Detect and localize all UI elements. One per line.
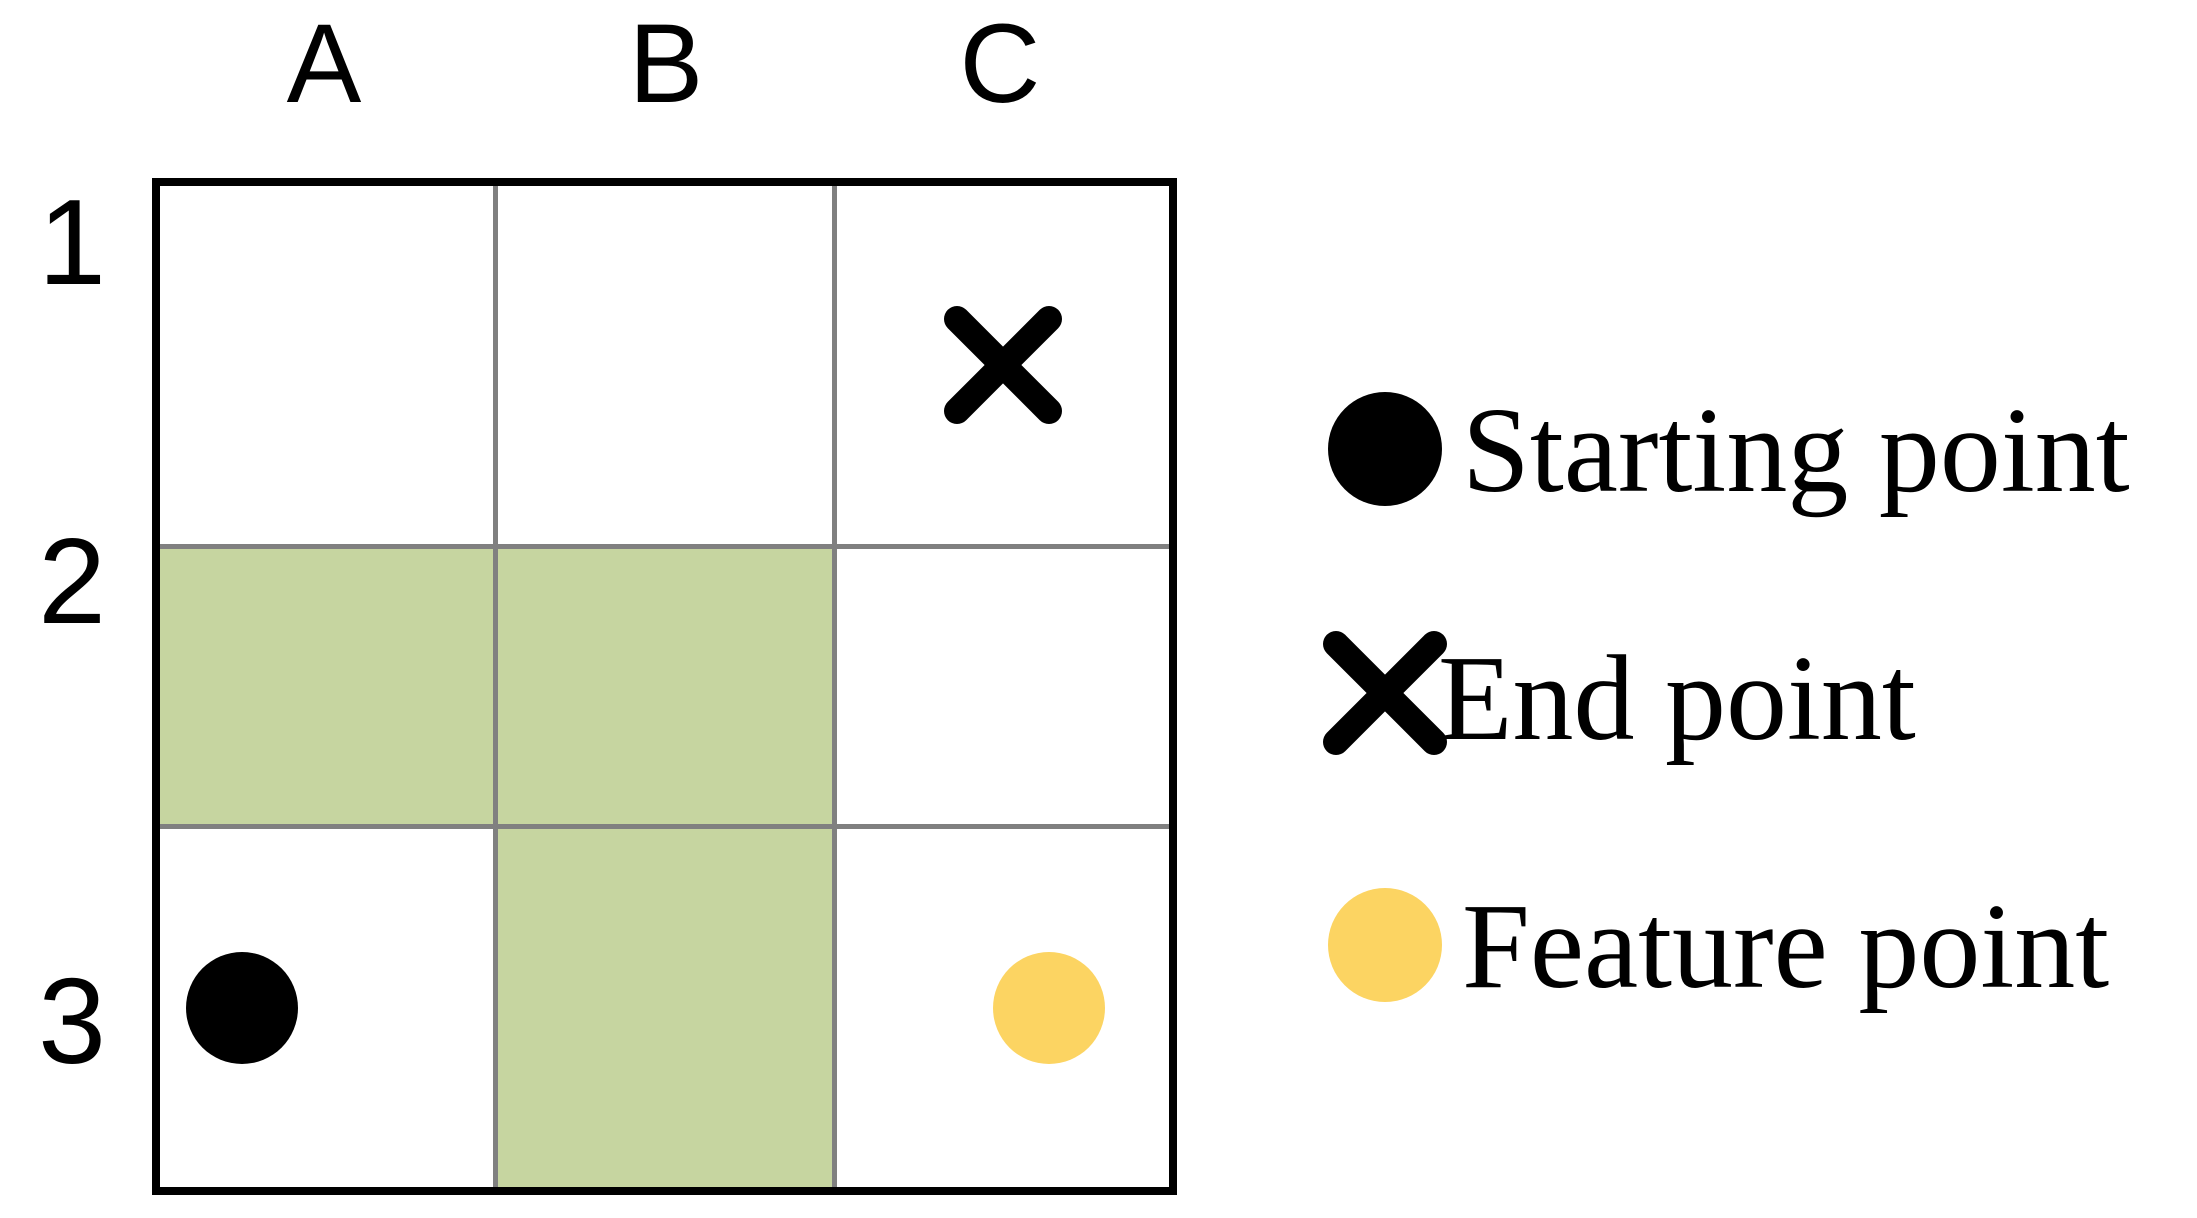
- grid-row-2: [156, 543, 1173, 830]
- starting-point-circle-icon: [186, 952, 299, 1065]
- end-point-x-icon: [941, 303, 1065, 427]
- feature-point-circle-icon: [992, 952, 1105, 1065]
- grid-cell-b1[interactable]: [492, 182, 837, 549]
- feature-point-circle-icon: [1320, 876, 1450, 1006]
- grid-cell-a3[interactable]: [156, 824, 498, 1191]
- legend-label-end-point: End point: [1438, 631, 1916, 766]
- grid-cell-b2[interactable]: [492, 543, 837, 830]
- grid-row-1: [156, 182, 1173, 549]
- row-header-1: 1: [38, 174, 106, 310]
- legend-item-end-point: End point: [1320, 628, 2180, 876]
- column-header-a: A: [286, 1, 362, 126]
- legend-item-starting-point: Starting point: [1320, 380, 2180, 628]
- grid-cell-c2[interactable]: [831, 543, 1173, 830]
- circle-shape: [1328, 392, 1442, 506]
- legend-label-starting-point: Starting point: [1462, 383, 2130, 518]
- column-header-c: C: [959, 1, 1041, 126]
- end-point-x-icon: [1320, 628, 1450, 758]
- grid-table: [152, 178, 1177, 1195]
- grid-cell-a2[interactable]: [156, 543, 498, 830]
- legend: Starting point End point Feature point: [1320, 380, 2180, 1124]
- grid-cell-a1[interactable]: [156, 182, 498, 549]
- grid-cell-c3[interactable]: [831, 824, 1173, 1191]
- grid-cell-c1[interactable]: [831, 182, 1173, 549]
- grid-cell-b3[interactable]: [492, 824, 837, 1191]
- legend-label-feature-point: Feature point: [1462, 879, 2110, 1014]
- grid-container: [152, 178, 1177, 1195]
- legend-item-feature-point: Feature point: [1320, 876, 2180, 1124]
- row-header-2: 2: [38, 513, 106, 649]
- circle-shape: [1328, 888, 1442, 1002]
- starting-point-circle-icon: [1320, 380, 1450, 510]
- row-header-3: 3: [38, 953, 106, 1089]
- column-header-b: B: [628, 1, 704, 126]
- grid-row-3: [156, 824, 1173, 1191]
